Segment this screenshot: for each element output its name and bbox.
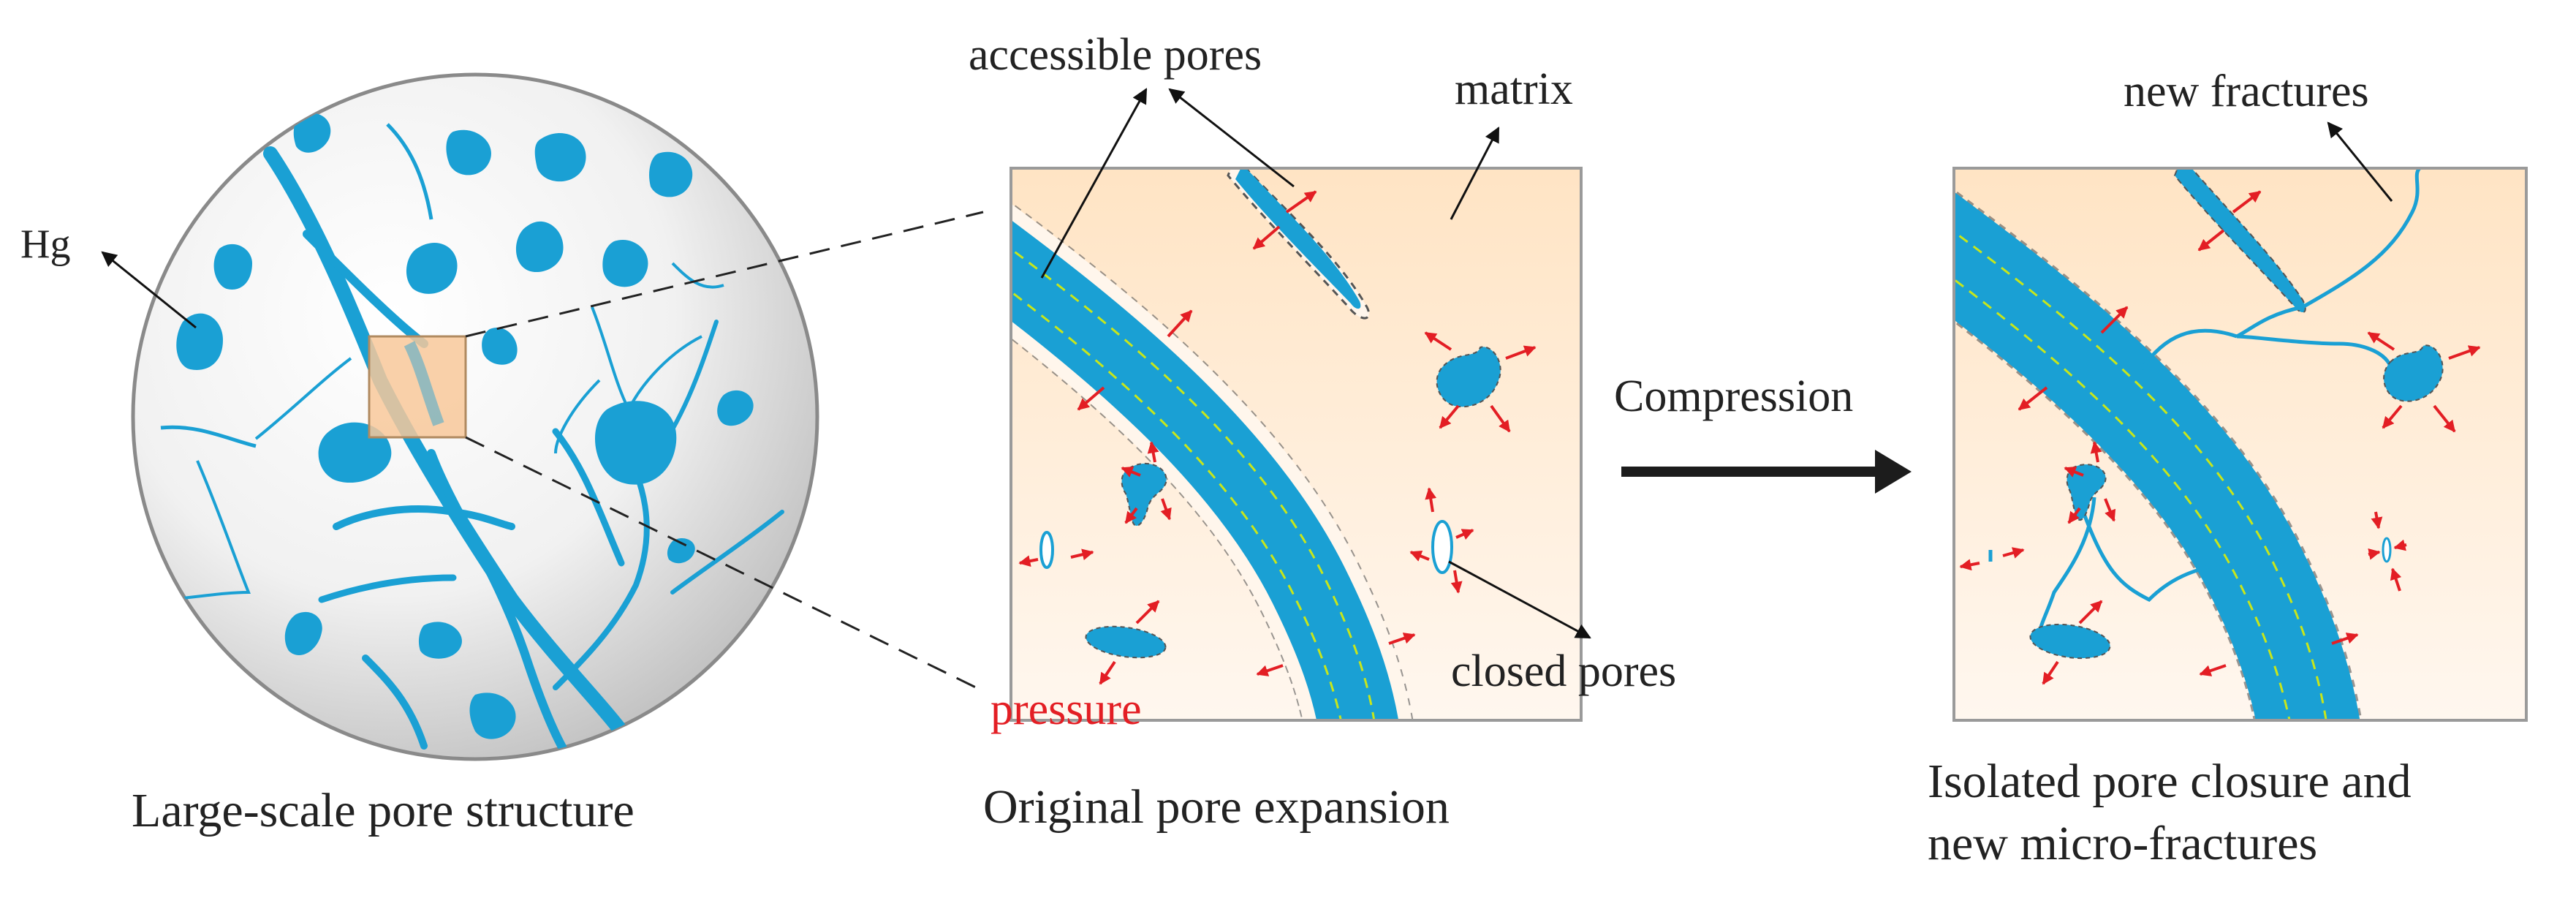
wedge-pore-compressed [2173,168,2306,313]
star-pore-compressed [2383,344,2444,402]
hg-arrow [101,251,197,329]
oval-pore-original [1085,625,1167,659]
main-fracture-compressed [1954,192,2360,720]
original-panel: accessible pores matrix closed pores pre… [969,30,1676,834]
large-scale-panel: Hg Large-scale pore structure [20,72,984,837]
original-caption: Original pore expansion [983,780,1450,834]
pressure-arrows-original [1018,190,1537,685]
closed-pores-arrow [1448,560,1591,639]
zoom-box [368,335,467,439]
closed-pore-original [1431,520,1453,574]
pressure-arrows-compressed [1959,190,2481,685]
compressed-caption-line2: new micro-fractures [1928,817,2317,870]
tiny-pore-original-left [1039,531,1054,569]
wedge-pore [1235,168,1361,309]
new-fractures-label: new fractures [2124,67,2369,116]
accessible-arrow-1 [1040,88,1148,279]
new-fractures [2037,168,2422,637]
main-fracture [1011,219,1399,720]
compression-label: Compression [1614,371,1853,421]
zoom-line-top [465,211,984,338]
closed-pores-label: closed pores [1451,646,1676,696]
large-scale-caption: Large-scale pore structure [132,784,634,837]
compressed-panel: new fractures Isolated pore closure and … [1928,67,2528,870]
small-pore-original [1121,462,1167,527]
pressure-label: pressure [990,684,1142,734]
compression-arrow-group: Compression [1614,371,1912,494]
accessible-arrow-2 [1168,88,1295,188]
small-pore-compressed [2066,464,2107,521]
oval-pore-compressed [2029,623,2111,660]
new-fractures-arrow [2327,121,2393,202]
sample-sphere [131,72,819,761]
star-pore-original [1436,346,1501,408]
closed-pore-compressed-right [2382,537,2392,563]
accessible-pores-label: accessible pores [969,30,1262,80]
matrix-label: matrix [1455,64,1573,114]
matrix-arrow [1450,127,1500,220]
compressed-caption-line1: Isolated pore closure and [1928,755,2412,808]
hg-label: Hg [20,222,70,267]
